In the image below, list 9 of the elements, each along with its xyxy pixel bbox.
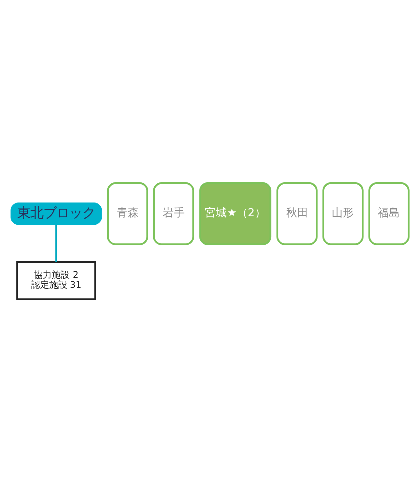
node-box: 秋田 — [276, 182, 318, 245]
node-box: 協力施設 2 認定施設 31 — [16, 260, 96, 300]
node-box: 福島 — [368, 182, 410, 245]
node-box: 岩手 — [153, 182, 194, 245]
connector — [56, 224, 58, 262]
node-box: 宮城★（2） — [200, 182, 272, 245]
node-box: 東北ブロック — [10, 202, 102, 225]
node-box: 山形 — [322, 182, 364, 245]
node-box: 青森 — [107, 182, 148, 245]
